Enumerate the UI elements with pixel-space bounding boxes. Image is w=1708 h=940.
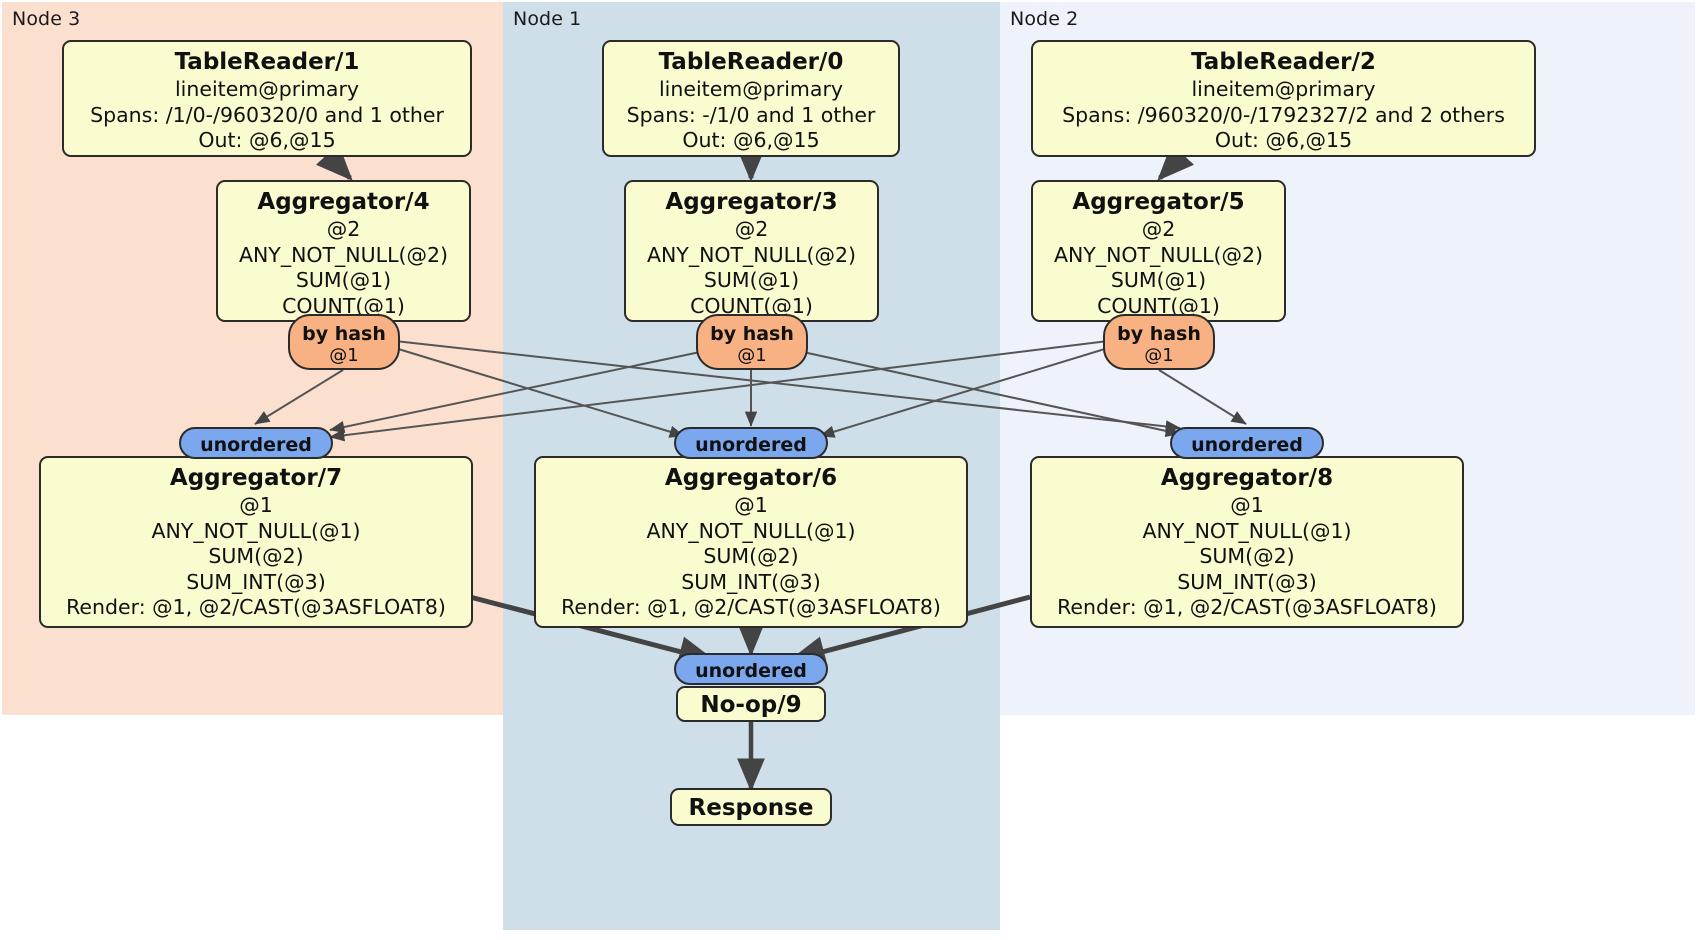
processor-line: Render: @1, @2/CAST(@3ASFLOAT8) bbox=[1057, 595, 1437, 619]
router-label: by hash bbox=[302, 323, 386, 345]
processor-line: @1 bbox=[239, 493, 273, 517]
router-by-hash-right[interactable]: by hash @1 bbox=[1103, 314, 1215, 370]
processor-line: ANY_NOT_NULL(@2) bbox=[646, 242, 857, 267]
processor-line: ANY_NOT_NULL(@1) bbox=[646, 518, 856, 543]
processor-title: Aggregator/6 bbox=[664, 465, 838, 491]
processor-title: TableReader/1 bbox=[174, 49, 360, 75]
processor-line: @1 bbox=[1230, 493, 1264, 517]
processor-line: COUNT(@1) bbox=[1097, 293, 1220, 318]
processor-line: SUM(@1) bbox=[703, 268, 800, 292]
processor-line: Render: @1, @2/CAST(@3ASFLOAT8) bbox=[561, 595, 941, 619]
processor-response[interactable]: Response bbox=[670, 788, 832, 826]
processor-noop-9[interactable]: No-op/9 bbox=[676, 686, 826, 722]
router-sublabel: @1 bbox=[329, 345, 359, 366]
processor-title: TableReader/2 bbox=[1191, 49, 1376, 75]
router-label: by hash bbox=[1117, 323, 1201, 345]
router-by-hash-mid[interactable]: by hash @1 bbox=[696, 314, 808, 370]
processor-line: lineitem@primary bbox=[1191, 77, 1376, 101]
node-panel-label: Node 3 bbox=[12, 8, 81, 30]
processor-title: No-op/9 bbox=[700, 692, 802, 718]
processor-tablereader-2[interactable]: TableReader/2 lineitem@primary Spans: /9… bbox=[1031, 40, 1536, 157]
processor-line: ANY_NOT_NULL(@2) bbox=[238, 242, 449, 267]
processor-line: SUM_INT(@3) bbox=[681, 569, 821, 594]
processor-line: @1 bbox=[734, 493, 768, 517]
processor-line: SUM_INT(@3) bbox=[186, 569, 326, 594]
processor-line: Out: @6,@15 bbox=[1214, 128, 1353, 152]
processor-line: @2 bbox=[734, 217, 769, 241]
router-label: by hash bbox=[710, 323, 794, 345]
synchronizer-unordered-left[interactable]: unordered bbox=[179, 427, 333, 459]
synchronizer-unordered-mid[interactable]: unordered bbox=[674, 427, 828, 459]
processor-tablereader-1[interactable]: TableReader/1 lineitem@primary Spans: /1… bbox=[62, 40, 472, 157]
processor-tablereader-0[interactable]: TableReader/0 lineitem@primary Spans: -/… bbox=[602, 40, 900, 157]
processor-aggregator-6[interactable]: Aggregator/6 @1 ANY_NOT_NULL(@1) SUM(@2)… bbox=[534, 456, 968, 628]
node-panel-label: Node 1 bbox=[513, 8, 582, 30]
processor-line: Spans: -/1/0 and 1 other bbox=[626, 102, 876, 127]
processor-line: Render: @1, @2/CAST(@3ASFLOAT8) bbox=[66, 595, 446, 619]
processor-title: Aggregator/4 bbox=[257, 189, 430, 215]
synchronizer-label: unordered bbox=[695, 434, 807, 456]
processor-line: Spans: /1/0-/960320/0 and 1 other bbox=[90, 102, 444, 127]
processor-line: SUM_INT(@3) bbox=[1177, 569, 1317, 594]
synchronizer-label: unordered bbox=[695, 660, 807, 682]
processor-line: @2 bbox=[1141, 217, 1176, 241]
processor-line: ANY_NOT_NULL(@1) bbox=[1142, 518, 1352, 543]
router-by-hash-left[interactable]: by hash @1 bbox=[288, 314, 400, 370]
processor-aggregator-7[interactable]: Aggregator/7 @1 ANY_NOT_NULL(@1) SUM(@2)… bbox=[39, 456, 473, 628]
synchronizer-label: unordered bbox=[200, 434, 312, 456]
processor-line: Out: @6,@15 bbox=[682, 128, 820, 152]
processor-line: @2 bbox=[326, 217, 361, 241]
processor-aggregator-5[interactable]: Aggregator/5 @2 ANY_NOT_NULL(@2) SUM(@1)… bbox=[1031, 180, 1286, 322]
processor-line: Spans: /960320/0-/1792327/2 and 2 others bbox=[1062, 102, 1505, 127]
router-sublabel: @1 bbox=[1144, 345, 1174, 366]
processor-line: lineitem@primary bbox=[658, 77, 844, 101]
synchronizer-unordered-right[interactable]: unordered bbox=[1170, 427, 1324, 459]
processor-line: SUM(@2) bbox=[1199, 544, 1295, 568]
processor-title: Aggregator/5 bbox=[1072, 189, 1245, 215]
processor-line: SUM(@2) bbox=[208, 544, 304, 568]
processor-title: Response bbox=[688, 795, 814, 821]
processor-line: SUM(@1) bbox=[295, 268, 392, 292]
processor-line: lineitem@primary bbox=[174, 77, 360, 101]
processor-title: TableReader/0 bbox=[658, 49, 844, 75]
processor-line: COUNT(@1) bbox=[690, 293, 813, 318]
processor-title: Aggregator/8 bbox=[1160, 465, 1334, 491]
router-sublabel: @1 bbox=[737, 345, 767, 366]
processor-aggregator-8[interactable]: Aggregator/8 @1 ANY_NOT_NULL(@1) SUM(@2)… bbox=[1030, 456, 1464, 628]
processor-line: Out: @6,@15 bbox=[198, 128, 336, 152]
processor-title: Aggregator/7 bbox=[169, 465, 343, 491]
processor-line: SUM(@2) bbox=[703, 544, 799, 568]
processor-aggregator-3[interactable]: Aggregator/3 @2 ANY_NOT_NULL(@2) SUM(@1)… bbox=[624, 180, 879, 322]
processor-title: Aggregator/3 bbox=[665, 189, 838, 215]
synchronizer-label: unordered bbox=[1191, 434, 1303, 456]
synchronizer-unordered-final[interactable]: unordered bbox=[674, 653, 828, 685]
processor-line: COUNT(@1) bbox=[282, 293, 405, 318]
processor-aggregator-4[interactable]: Aggregator/4 @2 ANY_NOT_NULL(@2) SUM(@1)… bbox=[216, 180, 471, 322]
node-panel-label: Node 2 bbox=[1010, 8, 1079, 30]
processor-line: ANY_NOT_NULL(@1) bbox=[151, 518, 361, 543]
processor-line: SUM(@1) bbox=[1110, 268, 1207, 292]
processor-line: ANY_NOT_NULL(@2) bbox=[1053, 242, 1264, 267]
